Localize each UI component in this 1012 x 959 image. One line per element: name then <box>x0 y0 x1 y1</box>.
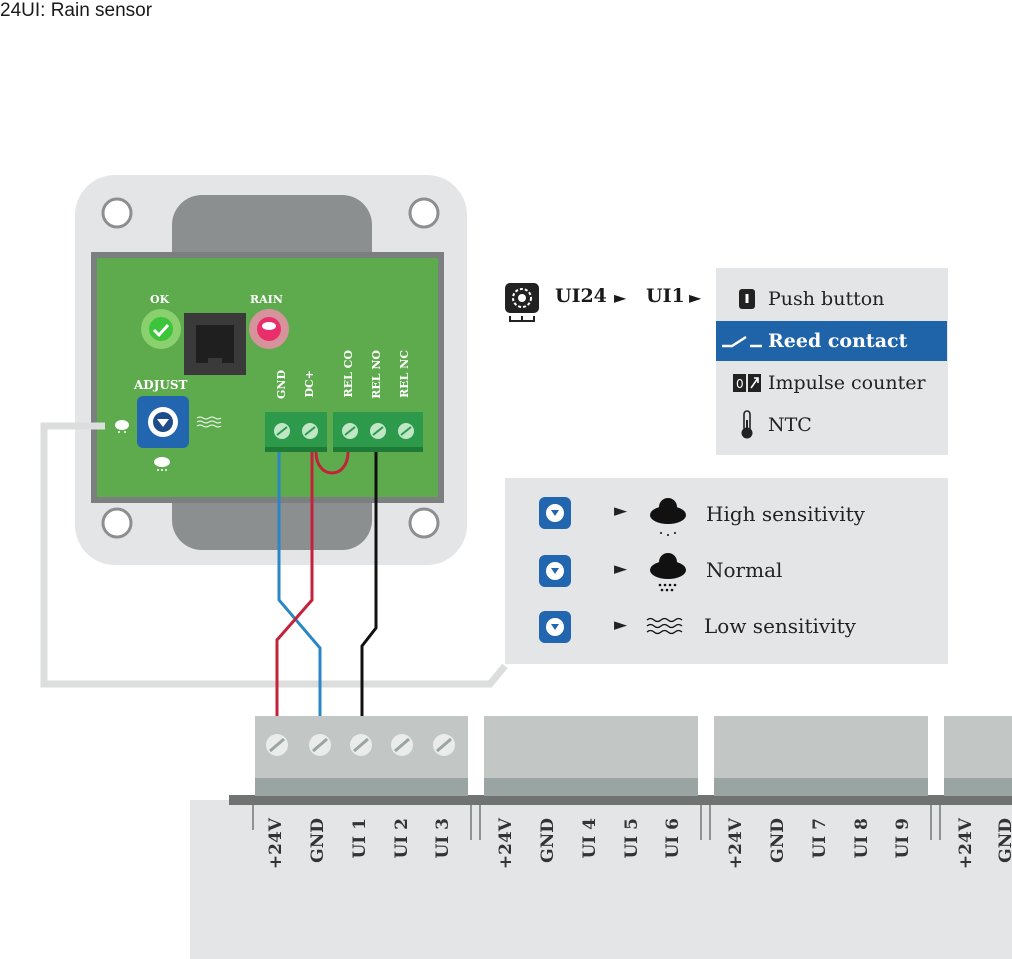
leader-line <box>40 422 508 688</box>
red-jumper-wire <box>314 451 350 475</box>
controller-terminal-label: +24V <box>496 818 516 870</box>
impulse-counter-icon: 0 <box>730 373 764 393</box>
legend-label-normal: Normal <box>706 558 783 582</box>
controller-body <box>190 800 1012 959</box>
controller-terminal-block-4 <box>944 716 1012 796</box>
legend-arrow: ► <box>614 559 628 579</box>
sensor-inner-cavity <box>172 195 372 257</box>
menu-item-push-button[interactable]: Push button <box>716 279 947 319</box>
page-title: 24UI: Rain sensor <box>0 0 153 21</box>
controller-terminal-label: +24V <box>266 818 286 870</box>
controller-terminal-label: +24V <box>956 818 976 870</box>
legend-arrow: ► <box>614 615 628 635</box>
reed-contact-icon <box>720 334 764 348</box>
menu-item-ntc[interactable]: NTC <box>716 405 947 445</box>
controller-terminal-block-1 <box>255 716 468 796</box>
path-ui1: UI1 <box>646 285 685 307</box>
path-ui24: UI24 <box>555 285 607 307</box>
menu-item-label: Reed contact <box>768 330 908 352</box>
path-arrow: ► <box>689 288 702 307</box>
black-wire <box>360 452 378 716</box>
mounting-hole <box>101 507 133 539</box>
legend-label-low: Low sensitivity <box>704 614 856 638</box>
mounting-hole <box>408 197 440 229</box>
controller-terminal-label: UI 4 <box>580 818 600 859</box>
svg-text:0: 0 <box>736 377 744 391</box>
menu-item-label: NTC <box>768 414 812 436</box>
sensor-terminal-label: GND <box>275 370 288 399</box>
knob-normal-icon <box>539 555 571 587</box>
controller-terminal-label: UI 6 <box>663 818 683 859</box>
rain-cloud-small-icon <box>115 420 129 433</box>
controller-terminal-label: UI 1 <box>350 818 370 859</box>
rain-cloud-heavy-small-icon <box>154 457 170 471</box>
controller-terminal-label: GND <box>538 818 558 863</box>
controller-terminal-block-2 <box>484 716 698 796</box>
ok-led <box>149 317 173 341</box>
controller-terminal-label: UI 8 <box>852 818 872 859</box>
menu-item-label: Impulse counter <box>768 372 926 394</box>
waves-small-icon <box>196 416 222 428</box>
menu-item-reed-contact[interactable]: Reed contact <box>716 321 947 361</box>
legend-arrow: ► <box>614 501 628 521</box>
knob-high-icon <box>539 497 571 529</box>
sensor-terminal-label: REL CO <box>342 350 355 398</box>
controller-terminal-label: UI 2 <box>392 818 412 859</box>
sensor-terminal-label: REL NC <box>398 350 411 398</box>
menu-item-label: Push button <box>768 288 885 310</box>
path-arrow: ► <box>614 288 627 307</box>
settings-dial-icon <box>505 283 539 322</box>
red-wire <box>275 452 314 716</box>
knob-low-icon <box>539 611 571 643</box>
rain-led-label: RAIN <box>250 293 283 306</box>
mounting-hole <box>101 197 133 229</box>
controller-terminal-label: GND <box>308 818 328 863</box>
mounting-hole <box>408 507 440 539</box>
controller-terminal-label: UI 7 <box>810 818 830 859</box>
water-waves-icon <box>646 617 683 635</box>
controller-terminal-label: UI 3 <box>433 818 453 859</box>
sensitivity-legend-panel <box>505 478 948 664</box>
pcb-board <box>91 252 444 503</box>
controller-terminal-label: UI 5 <box>622 818 642 859</box>
blue-wire <box>277 452 322 716</box>
push-button-icon <box>730 288 764 310</box>
adjust-label: ADJUST <box>134 378 188 392</box>
controller-terminal-block-3 <box>714 716 928 796</box>
cloud-light-rain-icon <box>650 498 686 536</box>
sensor-terminal-label: REL NO <box>370 350 383 399</box>
controller-terminal-label: +24V <box>726 818 746 870</box>
thermometer-icon <box>730 410 764 440</box>
controller-terminal-label: GND <box>996 818 1012 863</box>
legend-label-high: High sensitivity <box>706 502 865 526</box>
cloud-heavy-rain-icon <box>650 553 686 592</box>
controller-rail <box>229 795 1012 805</box>
sensor-terminal-label: DC+ <box>303 370 316 398</box>
menu-item-impulse-counter[interactable]: 0 Impulse counter <box>716 363 947 403</box>
ok-led-label: OK <box>150 293 170 306</box>
controller-terminal-label: GND <box>768 818 788 863</box>
controller-terminal-label: UI 9 <box>893 818 913 859</box>
